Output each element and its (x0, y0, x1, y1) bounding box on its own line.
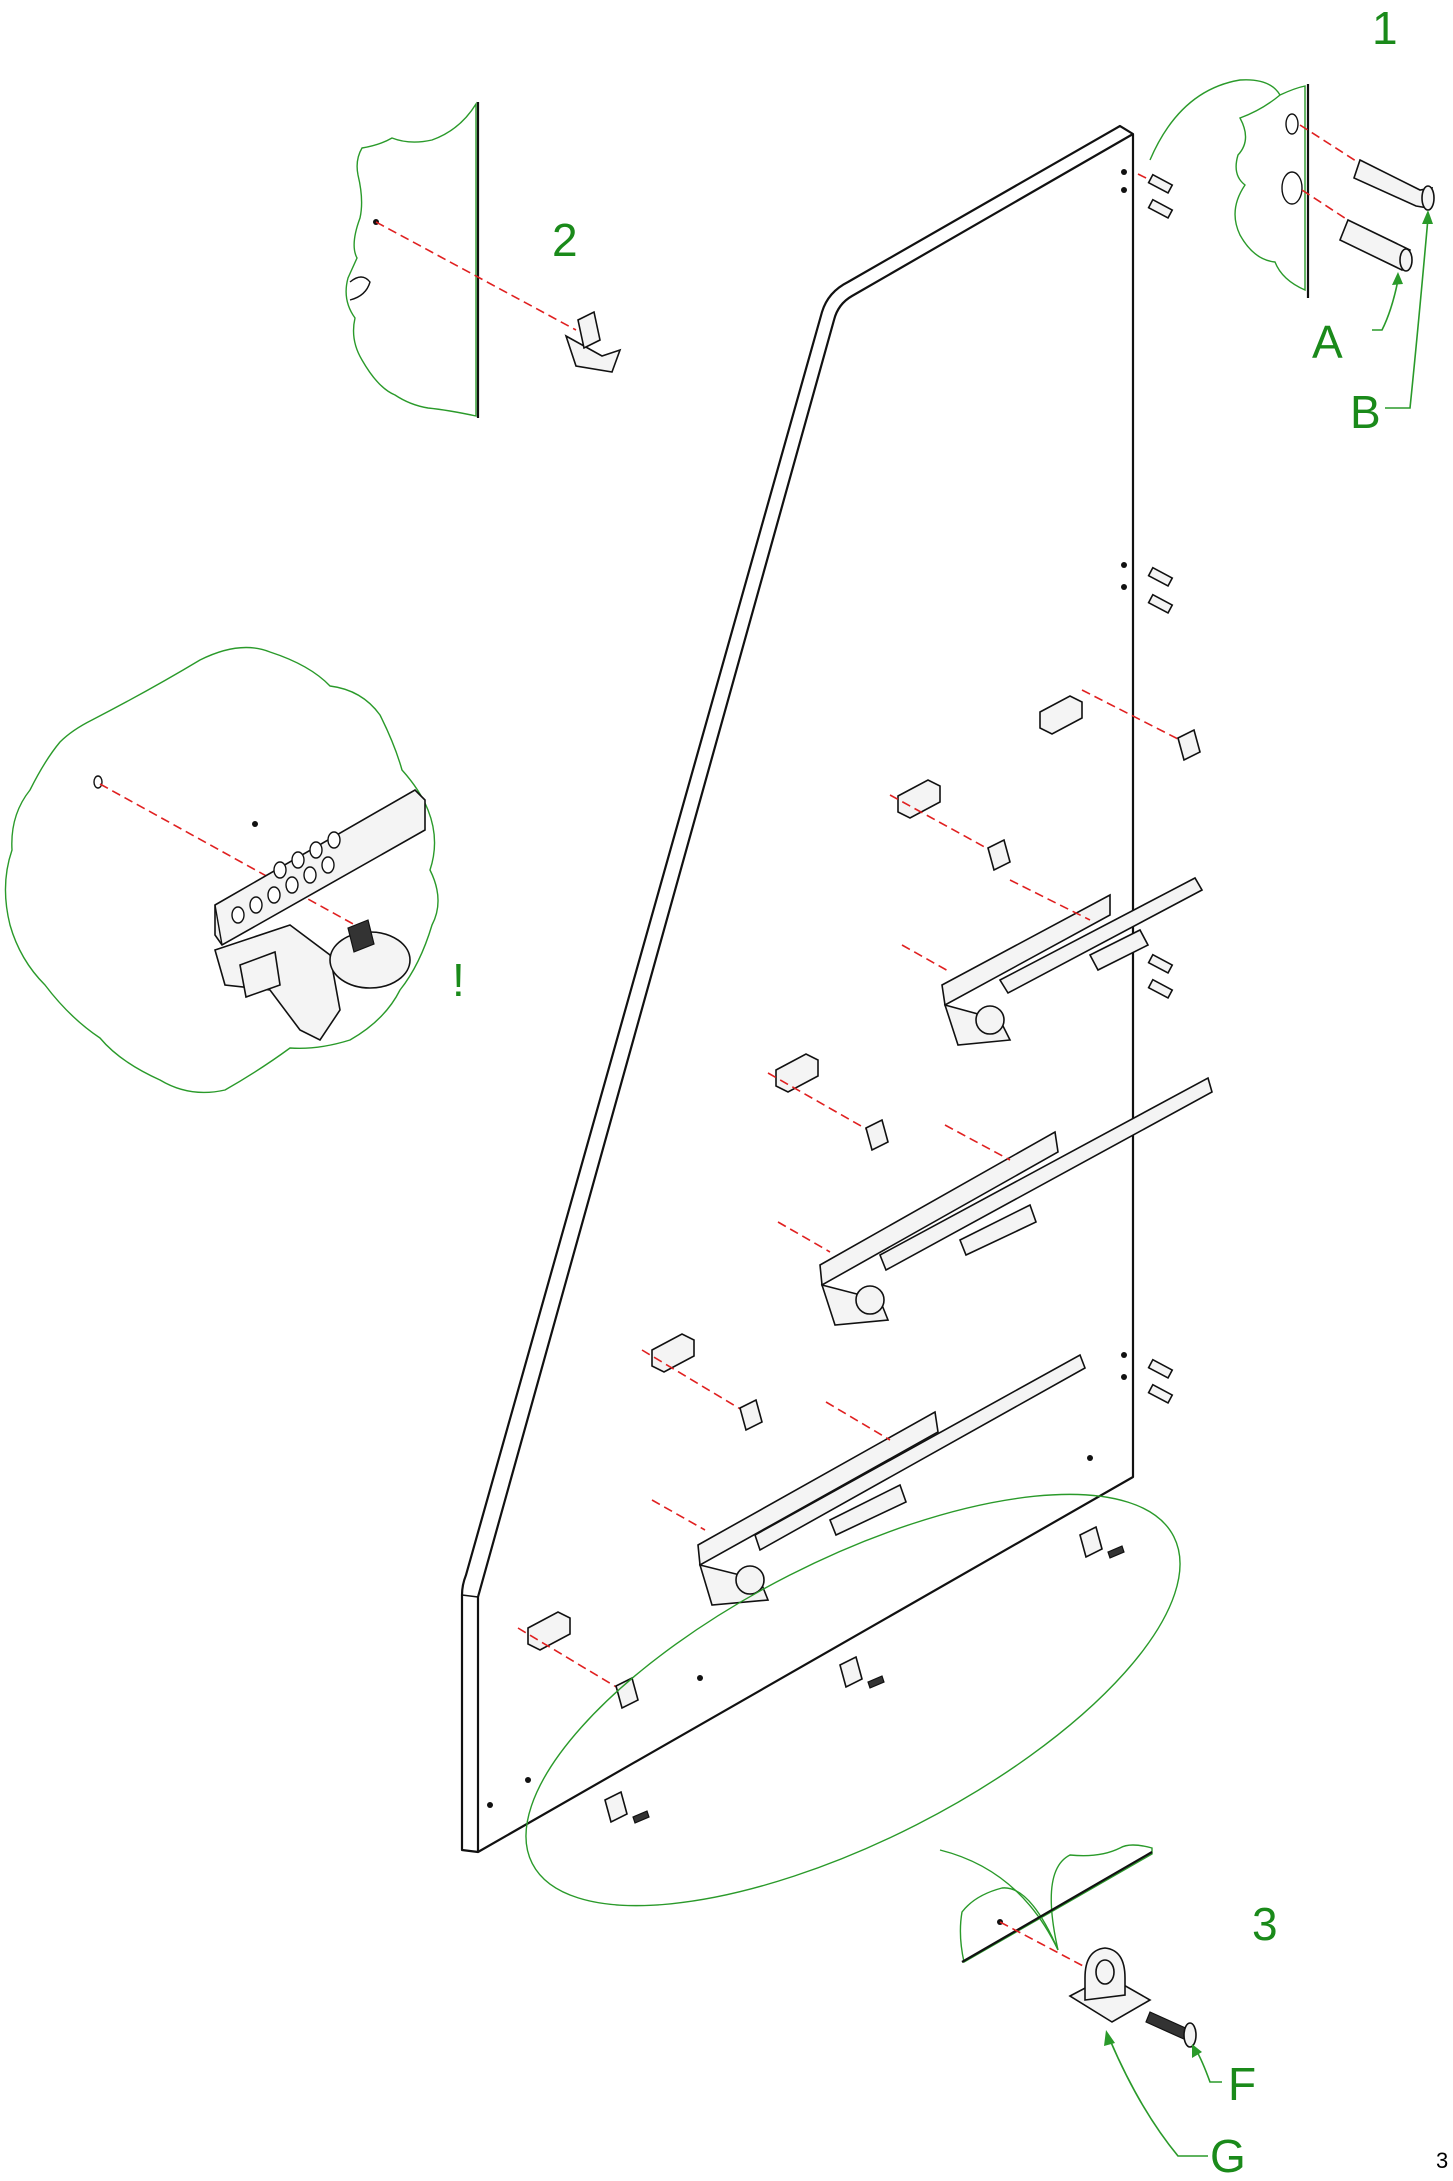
bottom-brackets (604, 1525, 1125, 1824)
warning-mark: ! (452, 954, 465, 1006)
detail-zone-ellipse (525, 1493, 1181, 1907)
part-f-label: F (1228, 2058, 1256, 2110)
edge-dowels (1137, 173, 1174, 1405)
part-b-connector (1353, 158, 1434, 209)
block-brackets (517, 689, 1201, 1710)
panel-hole (1121, 1352, 1127, 1358)
drawer-slide-bottom (651, 1353, 1086, 1606)
detail-warning: ! (4, 646, 465, 1094)
drawer-slide-top (901, 876, 1204, 1046)
panel-hole (1121, 1374, 1127, 1380)
drawer-slide-middle (777, 1076, 1213, 1326)
panel-hole (697, 1675, 703, 1681)
panel-hole (525, 1777, 531, 1783)
detail-3: 3 F G (959, 1844, 1278, 2181)
detail-2: 2 (345, 101, 622, 418)
detail-1: 1 A B (1234, 2, 1435, 438)
panel-hole (1087, 1455, 1093, 1461)
detail-2-number: 2 (552, 214, 578, 266)
side-panel (460, 124, 1135, 1854)
panel-hole (487, 1802, 493, 1808)
detail-1-number: 1 (1372, 2, 1398, 54)
panel-hole (1121, 169, 1127, 175)
part-b-label: B (1350, 386, 1381, 438)
detail-3-leader (939, 1849, 1059, 1951)
detail-1-leader (1149, 79, 1281, 161)
part-a-label: A (1312, 316, 1343, 368)
panel-hole (1121, 562, 1127, 568)
detail-3-number: 3 (1252, 1898, 1278, 1950)
part-a-dowel (1338, 218, 1412, 272)
panel-hole (1121, 584, 1127, 590)
panel-hole (1121, 187, 1127, 193)
part-g-label: G (1210, 2130, 1246, 2181)
detail-2-bracket (564, 334, 622, 373)
page-number: 3 (1436, 2148, 1448, 2173)
